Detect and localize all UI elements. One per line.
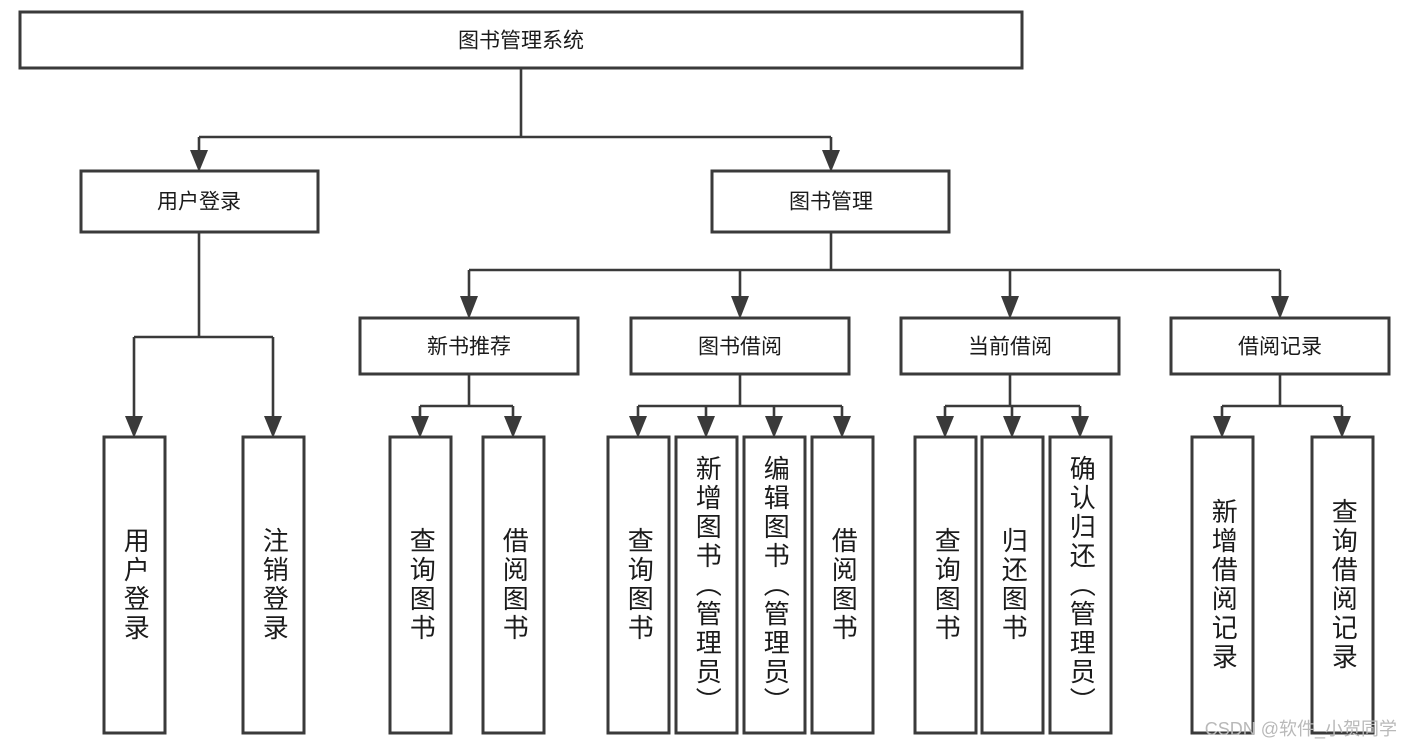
arrow-to-new-book-rec — [460, 296, 478, 319]
arrow-to-leaf-1 — [125, 416, 143, 438]
leaf-box-7[interactable] — [742, 435, 807, 735]
node-root[interactable]: 图书管理系统 — [18, 10, 1024, 70]
leaf-box-8[interactable] — [810, 435, 875, 735]
connector-layer — [125, 68, 1351, 438]
arrow-to-leaf-7 — [765, 416, 783, 438]
leaf-box-2[interactable] — [241, 435, 306, 735]
arrow-to-book-borrow — [731, 296, 749, 319]
leaf-box-4[interactable] — [481, 435, 546, 735]
node-new-book-recommend-box[interactable] — [358, 316, 580, 376]
arrow-to-leaf-6 — [697, 416, 715, 438]
leaf-box-13[interactable] — [1310, 435, 1375, 735]
node-user-login-box[interactable] — [79, 169, 320, 234]
leaf-box-9[interactable] — [913, 435, 978, 735]
arrow-to-leaf-10 — [1003, 416, 1021, 438]
arrow-to-user-login — [190, 150, 208, 172]
node-current-borrow[interactable]: 当前借阅 — [899, 316, 1121, 376]
arrow-to-leaf-5 — [629, 416, 647, 438]
node-new-book-recommend-label: 新书推荐 — [427, 336, 511, 359]
node-user-login-label: 用户登录 — [157, 191, 241, 214]
leaf-box-1[interactable] — [102, 435, 167, 735]
csdn-watermark: CSDN @软件_小贺同学 — [1204, 719, 1397, 739]
leaf-box-3[interactable] — [388, 435, 453, 735]
leaf-box-10[interactable] — [980, 435, 1045, 735]
arrow-to-borrow-record — [1271, 296, 1289, 319]
node-book-borrow[interactable]: 图书借阅 — [629, 316, 851, 376]
node-book-borrow-label: 图书借阅 — [698, 336, 782, 359]
node-book-management-label: 图书管理 — [789, 191, 873, 214]
arrow-to-leaf-9 — [936, 416, 954, 438]
node-current-borrow-box[interactable] — [899, 316, 1121, 376]
arrow-to-leaf-12 — [1213, 416, 1231, 438]
node-current-borrow-label: 当前借阅 — [968, 336, 1052, 359]
node-book-borrow-box[interactable] — [629, 316, 851, 376]
arrow-to-leaf-8 — [833, 416, 851, 438]
leaf-box-12[interactable] — [1190, 435, 1255, 735]
arrow-to-leaf-4 — [504, 416, 522, 438]
node-root-label: 图书管理系统 — [458, 30, 584, 53]
leaf-box-6[interactable] — [674, 435, 739, 735]
node-root-box[interactable] — [18, 10, 1024, 70]
leaf-box-5[interactable] — [606, 435, 671, 735]
node-user-login[interactable]: 用户登录 — [79, 169, 320, 234]
leaf-box-layer[interactable] — [102, 435, 1375, 735]
arrow-to-leaf-11 — [1071, 416, 1089, 438]
arrow-to-leaf-13 — [1333, 416, 1351, 438]
node-new-book-recommend[interactable]: 新书推荐 — [358, 316, 580, 376]
node-borrow-record-label: 借阅记录 — [1238, 336, 1322, 359]
arrow-to-leaf-2 — [264, 416, 282, 438]
node-book-management-box[interactable] — [710, 169, 951, 234]
node-book-management[interactable]: 图书管理 — [710, 169, 951, 234]
arrow-to-leaf-3 — [411, 416, 429, 438]
leaf-box-11[interactable] — [1048, 435, 1113, 735]
arrow-to-current-borrow — [1001, 296, 1019, 319]
arrow-to-book-manage — [822, 150, 840, 172]
node-borrow-record-box[interactable] — [1169, 316, 1391, 376]
node-borrow-record[interactable]: 借阅记录 — [1169, 316, 1391, 376]
